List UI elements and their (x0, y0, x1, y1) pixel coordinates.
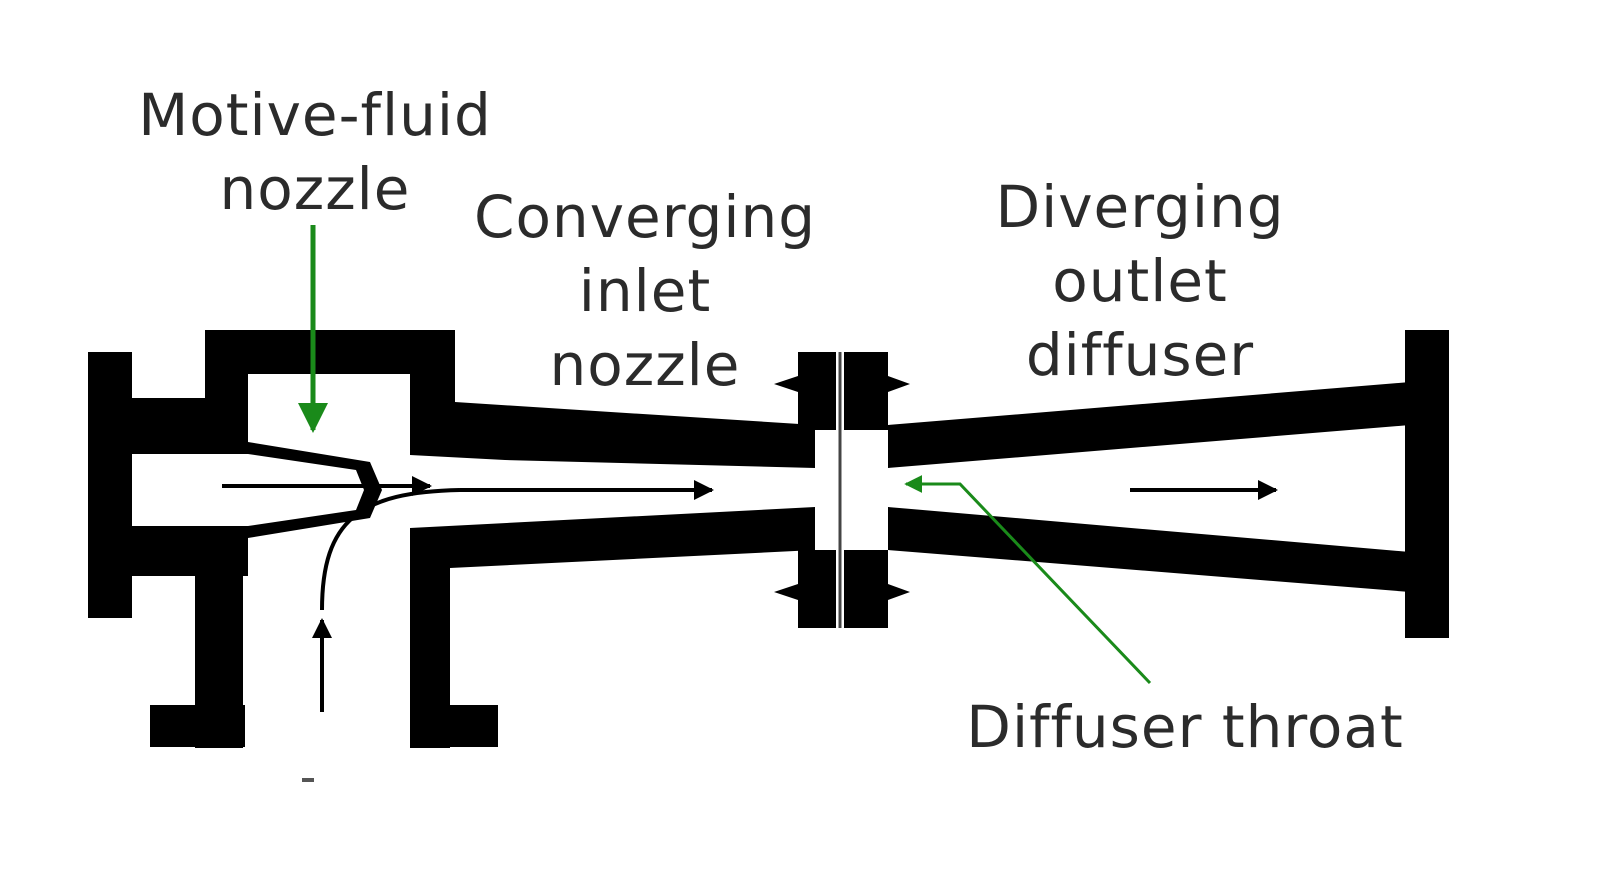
diffuser-upper-wall (888, 382, 1410, 468)
suction-flange-right (410, 705, 498, 747)
diffuser-lower-wall (888, 507, 1410, 592)
diffuser-throat-label: Diffuser throat (966, 693, 1404, 761)
suction-flow-curve (320, 488, 461, 611)
bottom-tick-mark (302, 778, 314, 782)
outlet-flange (1405, 330, 1449, 638)
motive-nozzle (88, 442, 382, 538)
suction-flange-left (150, 705, 245, 747)
diffuser-throat-pointer (904, 475, 1152, 685)
diverging-outlet-diffuser-label: Diverging outlet diffuser (995, 173, 1285, 389)
suction-chamber-housing (205, 330, 815, 468)
converging-inlet-nozzle-label: Converging inlet nozzle (473, 183, 817, 399)
motive-fluid-nozzle-label: Motive-fluid nozzle (138, 81, 492, 223)
converging-lower-wall (410, 507, 815, 568)
